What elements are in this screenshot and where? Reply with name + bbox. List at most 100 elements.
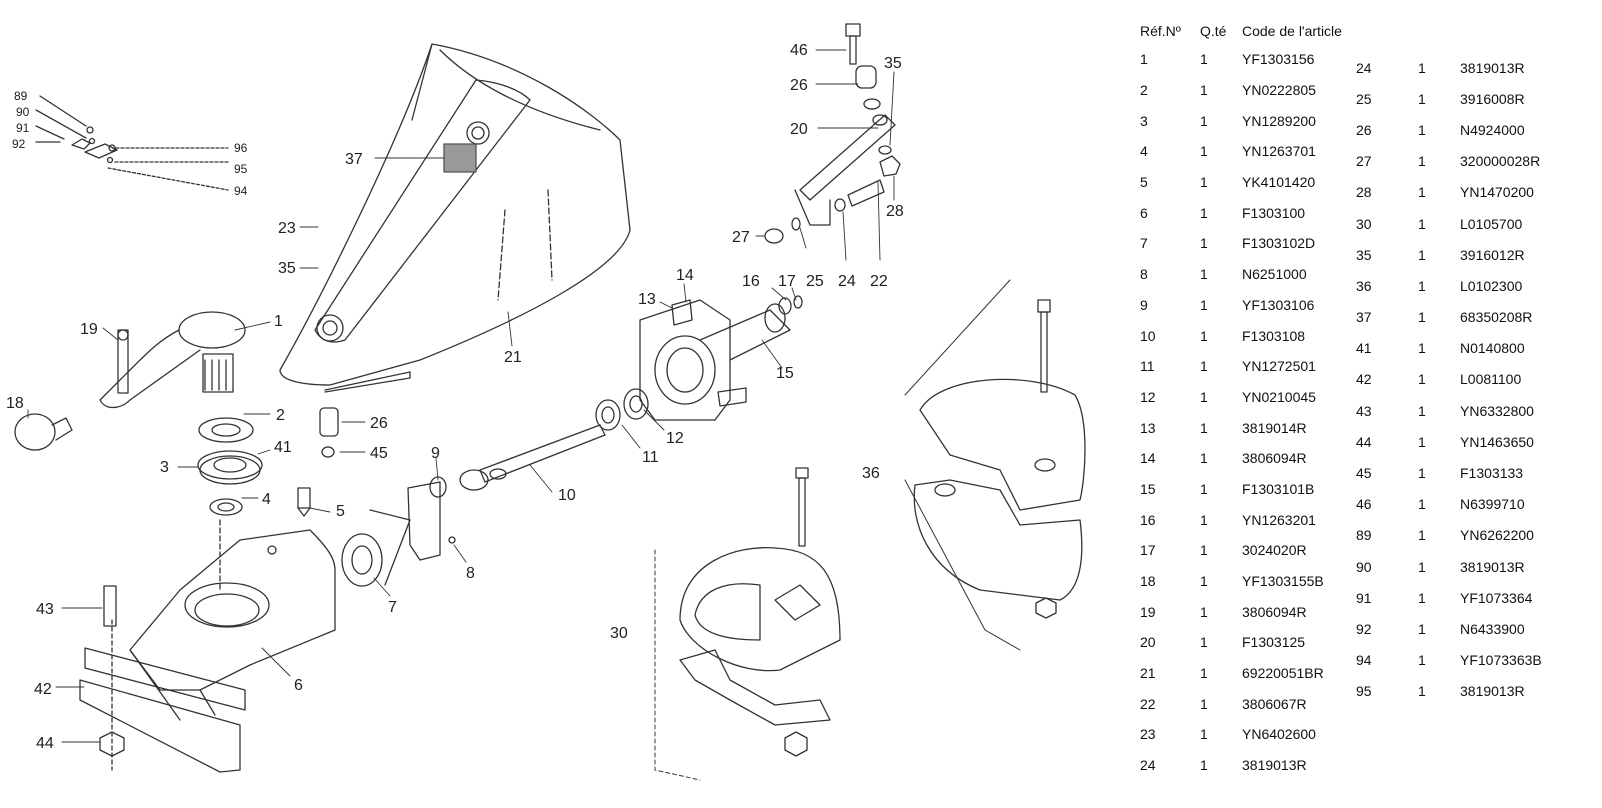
callout-22: 22: [870, 273, 888, 290]
cell-qty: 1: [1200, 112, 1208, 129]
cell-code: F1303102D: [1242, 235, 1316, 252]
callout-6: 6: [294, 677, 303, 694]
cell-code: YN1289200: [1242, 112, 1316, 129]
cell-ref: 4: [1140, 143, 1148, 160]
callout-35: 35: [278, 260, 296, 277]
table-row: 91 1 YF1073364: [1356, 582, 1596, 613]
cell-ref: 94: [1356, 652, 1372, 669]
cell-qty: 1: [1200, 327, 1208, 344]
callout-18: 18: [6, 395, 24, 412]
cell-code: YK4101420: [1242, 174, 1316, 191]
cell-qty: 1: [1200, 665, 1208, 682]
cell-ref: 27: [1356, 153, 1372, 170]
callout-44: 44: [36, 735, 54, 752]
cell-ref: 22: [1140, 695, 1156, 712]
cell-qty: 1: [1200, 82, 1208, 99]
cell-qty: 1: [1418, 433, 1426, 450]
table-row: 90 1 3819013R: [1356, 551, 1596, 582]
cell-qty: 1: [1418, 402, 1426, 419]
cell-code: 3806094R: [1242, 450, 1307, 467]
cell-code: N6251000: [1242, 266, 1307, 283]
cell-code: 3806067R: [1242, 695, 1307, 712]
cell-code: YF1073363B: [1460, 652, 1542, 669]
header-ref: Réf.Nº: [1140, 23, 1181, 39]
callout-12: 12: [666, 430, 684, 447]
cell-code: YF1073364: [1460, 589, 1533, 606]
cell-qty: 1: [1418, 589, 1426, 606]
cell-ref: 91: [1356, 589, 1372, 606]
guard-part: [654, 467, 841, 781]
cell-code: YN1263701: [1242, 143, 1316, 160]
cell-ref: 30: [1356, 215, 1372, 232]
callout-5: 5: [336, 503, 345, 520]
cell-ref: 6: [1140, 204, 1148, 221]
cell-ref: 8: [1140, 266, 1148, 283]
cell-qty: 1: [1200, 726, 1208, 743]
cell-qty: 1: [1418, 309, 1426, 326]
cell-ref: 24: [1140, 757, 1156, 774]
cell-qty: 1: [1418, 620, 1426, 637]
cell-qty: 1: [1418, 558, 1426, 575]
cell-qty: 1: [1200, 634, 1208, 651]
cell-code: L0105700: [1460, 215, 1523, 232]
counterweight-part: [904, 279, 1086, 651]
callout-94: 94: [234, 184, 248, 198]
cell-ref: 90: [1356, 558, 1372, 575]
cell-qty: 1: [1418, 683, 1426, 700]
cell-qty: 1: [1418, 465, 1426, 482]
gear-housing-part: [129, 487, 336, 721]
callout-13: 13: [638, 291, 656, 308]
cell-ref: 3: [1140, 112, 1148, 129]
callout-10: 10: [558, 487, 576, 504]
cell-qty: 1: [1200, 419, 1208, 436]
callout-4: 4: [262, 491, 271, 508]
cell-code: L0081100: [1460, 371, 1522, 388]
cell-code: YN6402600: [1242, 726, 1316, 743]
callout-1: 1: [274, 313, 283, 330]
cell-ref: 5: [1140, 174, 1148, 191]
cell-qty: 1: [1200, 511, 1208, 528]
callout-7: 7: [388, 599, 397, 616]
cell-code: YN0222805: [1242, 82, 1316, 99]
cell-ref: 42: [1356, 371, 1372, 388]
cell-code: 3916012R: [1460, 246, 1525, 263]
cell-code: 320000028R: [1460, 153, 1541, 170]
cell-ref: 7: [1140, 235, 1148, 252]
callout-24: 24: [838, 273, 856, 290]
cell-code: L0102300: [1460, 277, 1523, 294]
callout-30: 30: [610, 625, 628, 642]
callout-42: 42: [34, 681, 52, 698]
cell-ref: 43: [1356, 402, 1372, 419]
cell-ref: 12: [1140, 388, 1156, 405]
cell-qty: 1: [1418, 59, 1426, 76]
callout-37: 37: [345, 151, 363, 168]
cell-ref: 23: [1140, 726, 1156, 743]
cell-ref: 15: [1140, 480, 1156, 497]
cell-ref: 19: [1140, 603, 1156, 620]
cell-code: 3819013R: [1460, 558, 1525, 575]
cell-qty: 1: [1418, 184, 1426, 201]
cell-qty: 1: [1418, 90, 1426, 107]
